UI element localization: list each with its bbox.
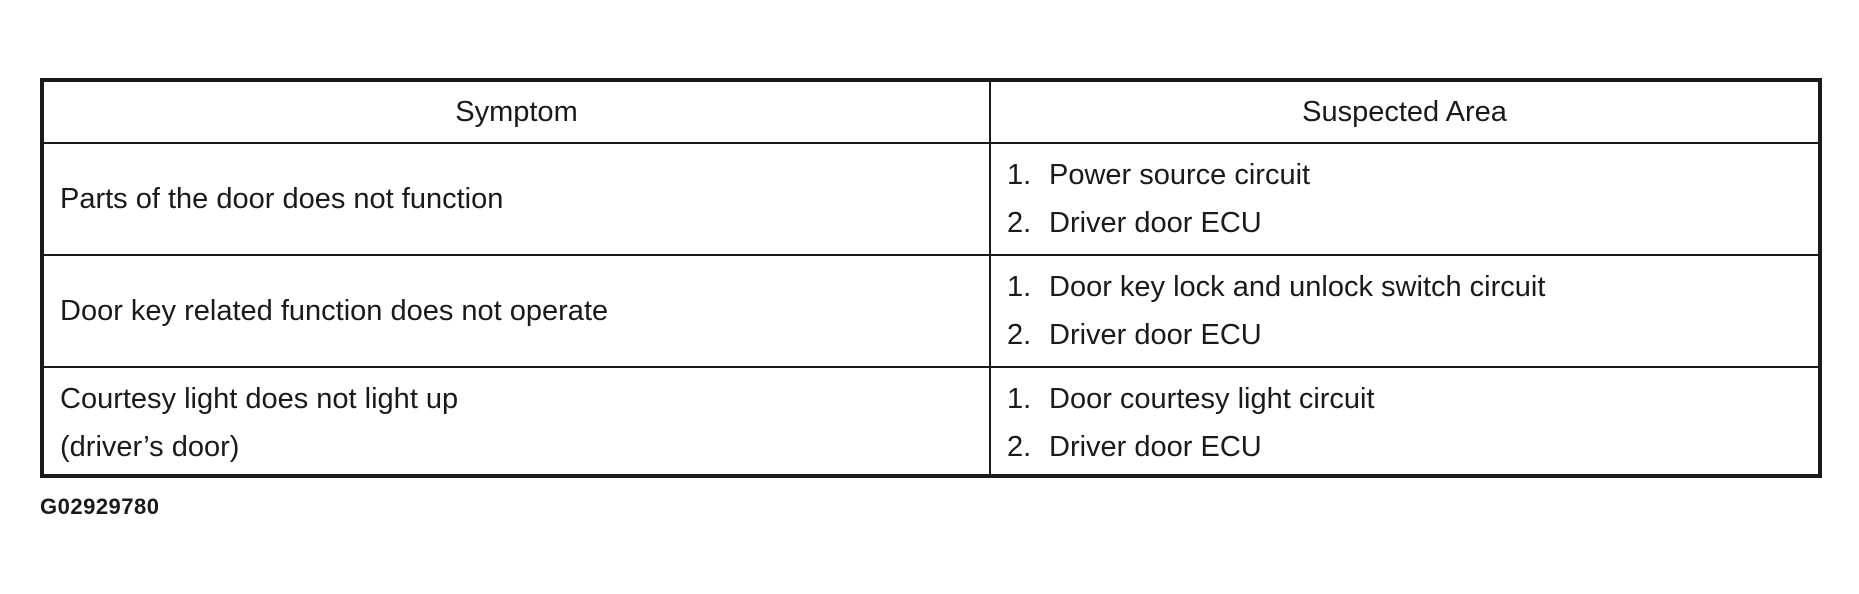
symptom-table-frame: Symptom Suspected Area Parts of the door… <box>40 78 1822 478</box>
area-item: 2. Driver door ECU <box>1007 311 1818 359</box>
figure-id: G02929780 <box>40 494 160 519</box>
symptom-text: Parts of the door does not function <box>60 183 504 215</box>
table-row: Door key related function does not opera… <box>44 254 1818 368</box>
area-item: 1. Door courtesy light circuit <box>1007 375 1818 423</box>
area-item-number: 2. <box>1007 431 1032 463</box>
suspected-area-cell: 1. Door key lock and unlock switch circui… <box>989 254 1818 368</box>
header-suspected-area: Suspected Area <box>989 82 1818 144</box>
area-item-number: 2. <box>1007 319 1032 351</box>
area-item-text: Door key lock and unlock switch circuit <box>1049 271 1546 303</box>
table-row: Parts of the door does not function 1. Po… <box>44 142 1818 256</box>
header-symptom: Symptom <box>44 82 991 144</box>
area-item-text: Power source circuit <box>1049 159 1311 191</box>
symptom-cell: Parts of the door does not function <box>44 142 991 256</box>
symptom-cell: Door key related function does not opera… <box>44 254 991 368</box>
suspected-area-cell: 1. Door courtesy light circuit 2. Driver d… <box>989 366 1818 478</box>
area-item-text: Driver door ECU <box>1049 319 1262 351</box>
area-item: 1. Door key lock and unlock switch circui… <box>1007 263 1818 311</box>
symptom-text: (driver’s door) <box>60 431 240 463</box>
suspected-area-cell: 1. Power source circuit 2. Driver door ECU <box>989 142 1818 256</box>
area-item-number: 1. <box>1007 383 1032 415</box>
area-item: 2. Driver door ECU <box>1007 199 1818 247</box>
table-row: Courtesy light does not light up (driver… <box>44 366 1818 478</box>
table-header-row: Symptom Suspected Area <box>44 82 1818 144</box>
area-item: 2. Driver door ECU <box>1007 423 1818 471</box>
symptom-cell: Courtesy light does not light up (driver… <box>44 366 991 478</box>
symptom-text: Door key related function does not opera… <box>60 295 609 327</box>
symptom-text: Courtesy light does not light up <box>60 383 459 415</box>
area-item: 1. Power source circuit <box>1007 151 1818 199</box>
symptom-table: Symptom Suspected Area Parts of the door… <box>44 82 1818 478</box>
area-item-text: Driver door ECU <box>1049 207 1262 239</box>
area-item-text: Door courtesy light circuit <box>1049 383 1375 415</box>
area-item-number: 1. <box>1007 159 1032 191</box>
area-item-number: 2. <box>1007 207 1032 239</box>
area-item-text: Driver door ECU <box>1049 431 1262 463</box>
area-item-number: 1. <box>1007 271 1032 303</box>
